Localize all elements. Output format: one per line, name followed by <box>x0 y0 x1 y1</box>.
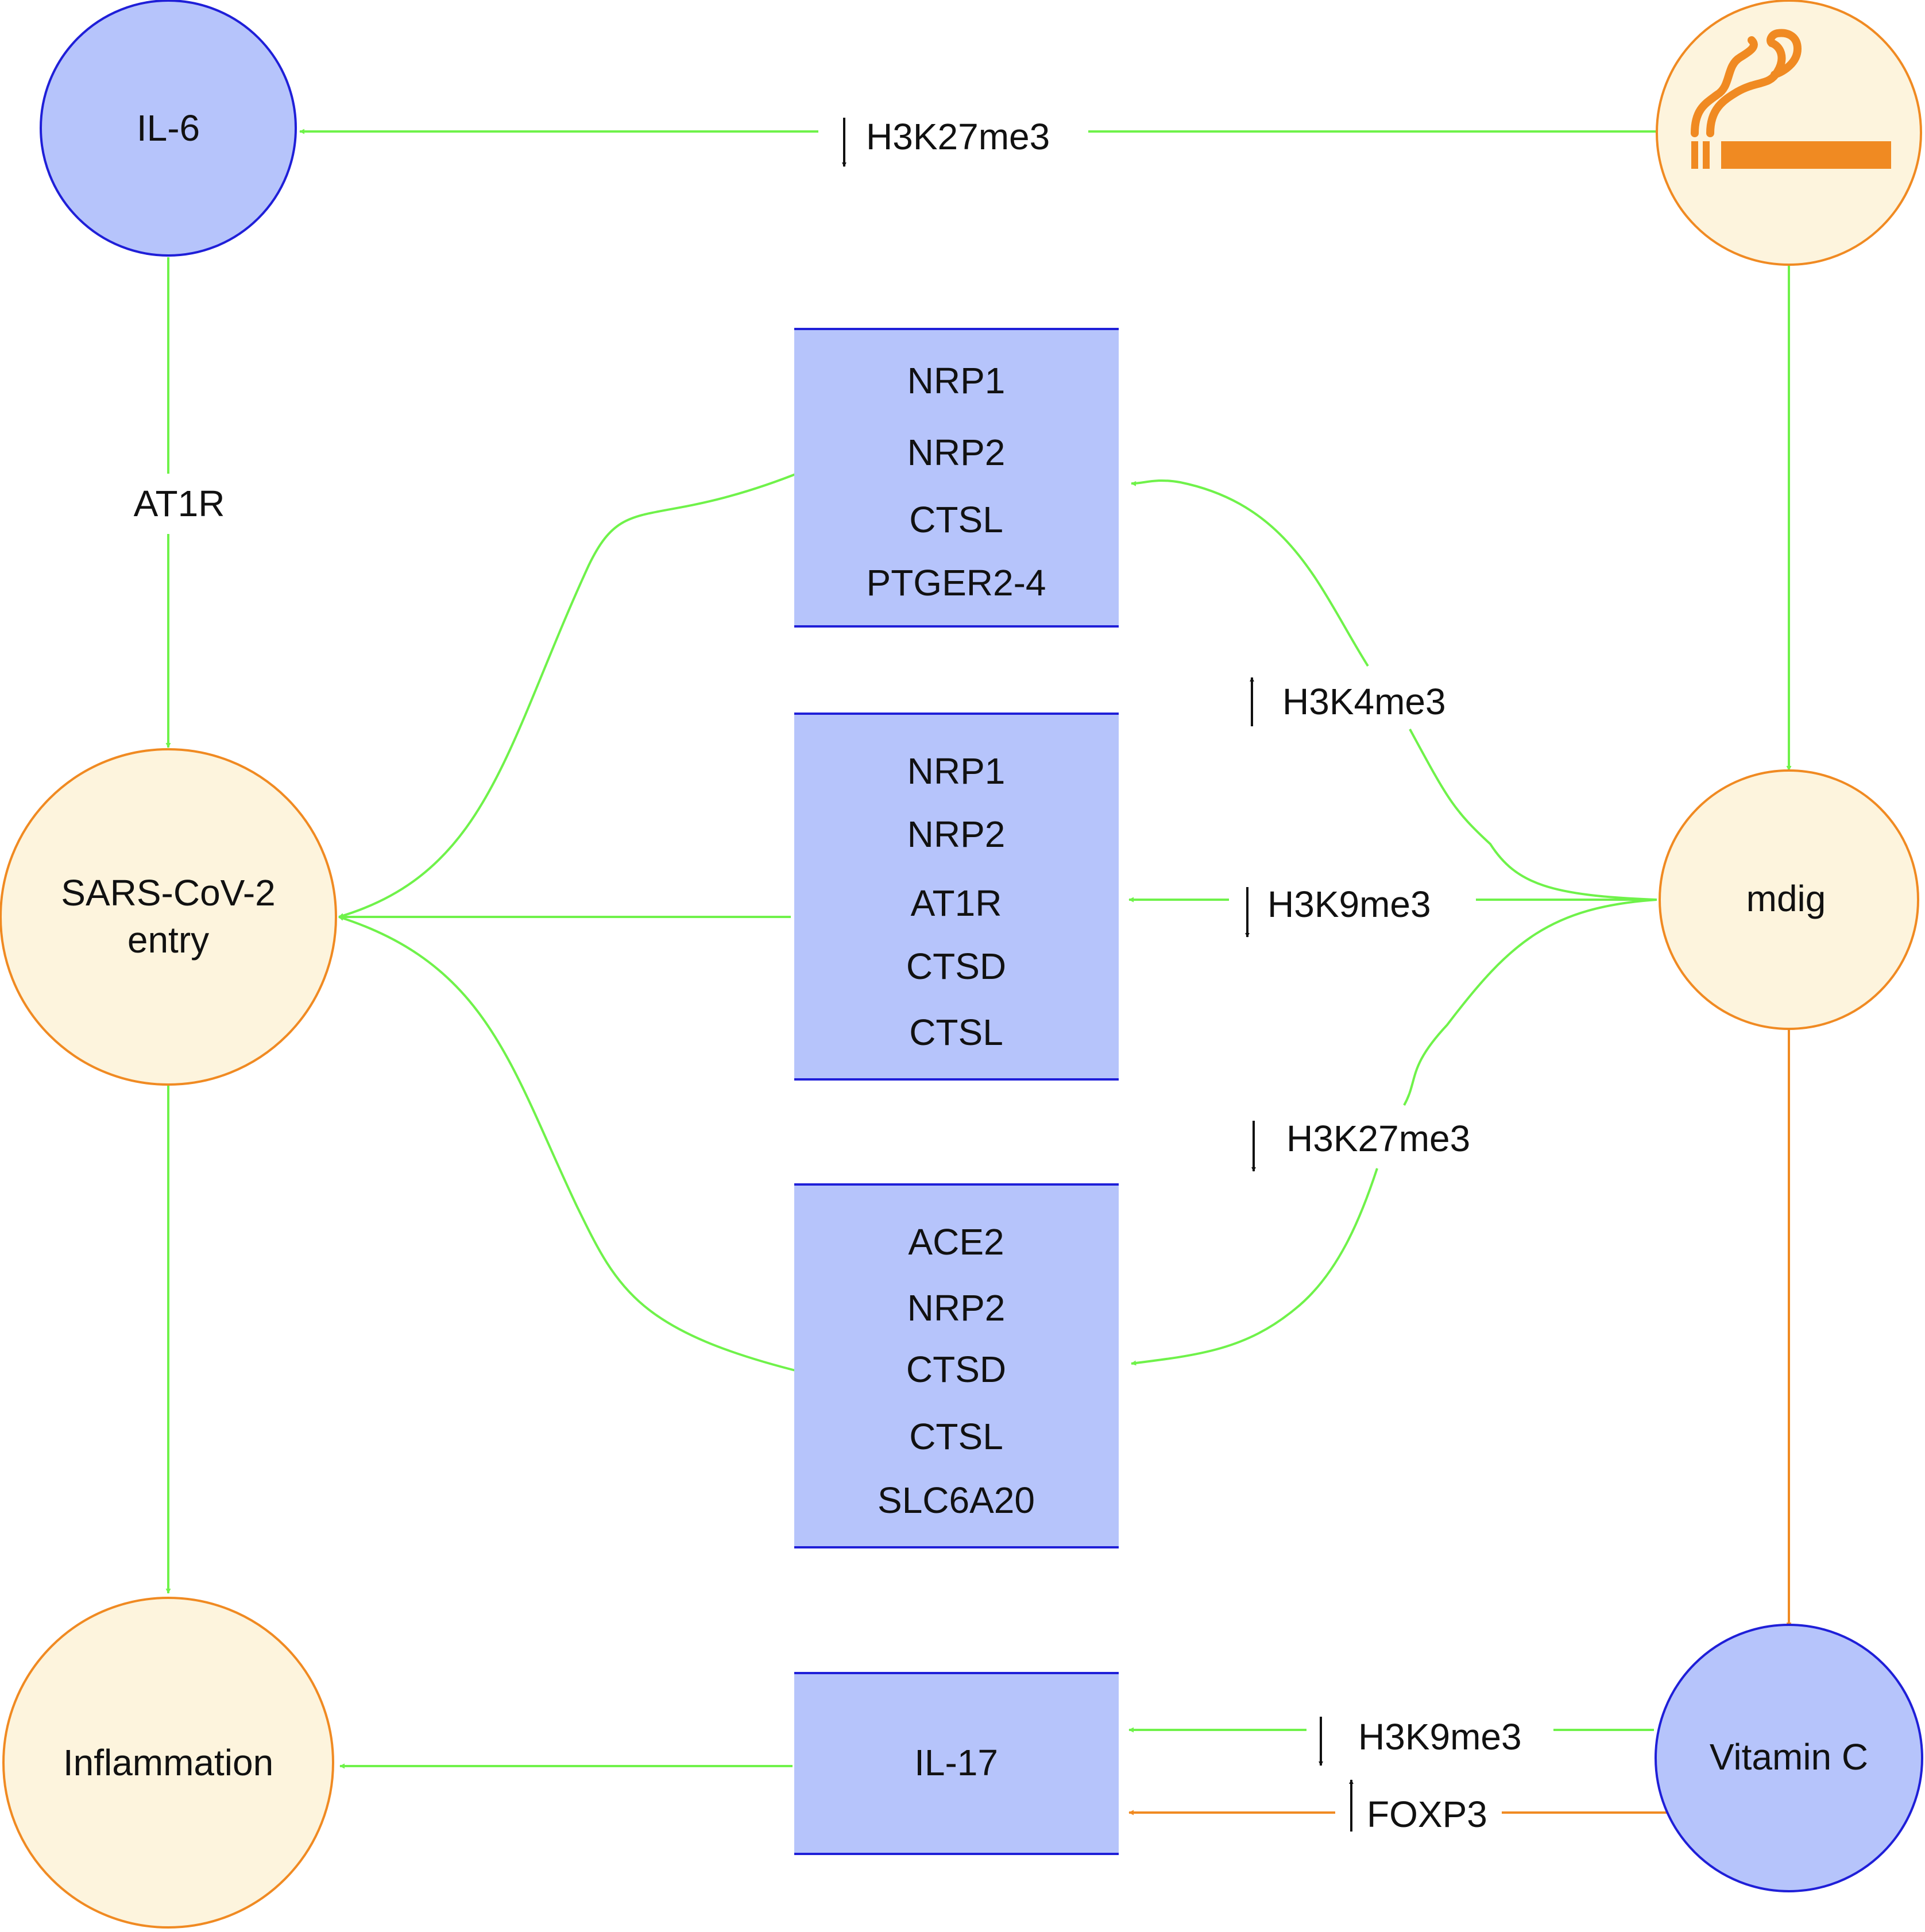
gene-box-4-item: IL-17 <box>914 1742 998 1783</box>
node-vitamin-c: Vitamin C <box>1655 1624 1923 1892</box>
edge-label-text: H3K4me3 <box>1282 681 1446 722</box>
gene-box-3-item: ACE2 <box>908 1221 1004 1263</box>
edge-label-text: FOXP3 <box>1367 1794 1487 1835</box>
mdig-circle <box>1659 769 1919 1030</box>
sars-circle <box>0 748 337 1086</box>
node-mdig: mdig <box>1659 769 1919 1030</box>
inflammation-circle <box>2 1597 334 1929</box>
gene-box-2-item: NRP2 <box>907 814 1006 855</box>
gene-box-1-item: CTSL <box>909 499 1003 540</box>
node-inflammation: Inflammation <box>2 1597 334 1929</box>
gene-box-2: NRP1 NRP2 AT1R CTSD CTSL <box>794 713 1119 1081</box>
edge-mdig-to-box3-upper <box>1403 899 1657 1106</box>
cigarette-smoke-icon <box>1691 29 1891 169</box>
edge-label-vitc-to-il17-b: FOXP3 <box>1349 1779 1487 1835</box>
vitamin-c-circle <box>1655 1624 1923 1892</box>
vitamin-c-label: Vitamin C <box>1710 1736 1868 1778</box>
gene-box-2-item: CTSL <box>909 1012 1003 1053</box>
edge-mdig-to-box1-lower <box>1409 729 1657 901</box>
edge-label-text: AT1R <box>134 483 225 524</box>
inflammation-label: Inflammation <box>63 1742 273 1783</box>
edge-label-text: H3K27me3 <box>866 116 1050 157</box>
gene-box-3: ACE2 NRP2 CTSD CTSL SLC6A20 <box>794 1183 1119 1548</box>
gene-box-2-item: NRP1 <box>907 750 1006 792</box>
gene-box-1-item: NRP2 <box>907 432 1006 473</box>
edge-box3-sars <box>338 916 807 1375</box>
gene-box-3-item: NRP2 <box>907 1287 1006 1329</box>
gene-box-3-item: CTSL <box>909 1416 1003 1457</box>
node-il6: IL-6 <box>40 0 297 257</box>
edge-label-text: H3K9me3 <box>1358 1716 1522 1757</box>
edge-label-mdig-to-box3: H3K27me3 <box>1251 1118 1470 1172</box>
il6-circle <box>40 0 297 257</box>
gene-box-1-item: NRP1 <box>907 360 1006 401</box>
node-smoking <box>1656 0 1922 266</box>
edge-label-vitc-to-il17-a: H3K9me3 <box>1319 1716 1522 1766</box>
edge-label-il6-to-sars: AT1R <box>134 483 225 524</box>
il6-label: IL-6 <box>137 107 200 149</box>
edge-box1-sars <box>338 469 807 919</box>
edge-label-mdig-to-box2: H3K9me3 <box>1245 884 1431 938</box>
gene-box-2-item: CTSD <box>906 946 1006 987</box>
edge-label-text: H3K9me3 <box>1267 884 1431 925</box>
edge-label-mdig-to-box1: H3K4me3 <box>1250 677 1446 726</box>
gene-box-2-item: AT1R <box>911 882 1002 924</box>
edge-label-smoking-to-il6: H3K27me3 <box>842 116 1050 167</box>
mdig-label: mdig <box>1746 878 1826 919</box>
edge-label-text: H3K27me3 <box>1286 1118 1470 1159</box>
gene-box-1-item: PTGER2-4 <box>867 562 1046 603</box>
edge-mdig-to-box3-lower <box>1131 1168 1378 1366</box>
node-sars-cov-2-entry: SARS-CoV-2 entry <box>0 748 337 1086</box>
edge-mdig-to-box1-upper <box>1131 479 1369 667</box>
gene-box-4: IL-17 <box>794 1672 1119 1855</box>
sars-label-line2: entry <box>127 919 209 961</box>
smoking-circle <box>1656 0 1922 266</box>
gene-box-3-item: CTSD <box>906 1349 1006 1390</box>
sars-label-line1: SARS-CoV-2 <box>61 872 275 913</box>
gene-box-3-item: SLC6A20 <box>878 1480 1035 1521</box>
gene-box-1: NRP1 NRP2 CTSL PTGER2-4 <box>794 328 1119 628</box>
